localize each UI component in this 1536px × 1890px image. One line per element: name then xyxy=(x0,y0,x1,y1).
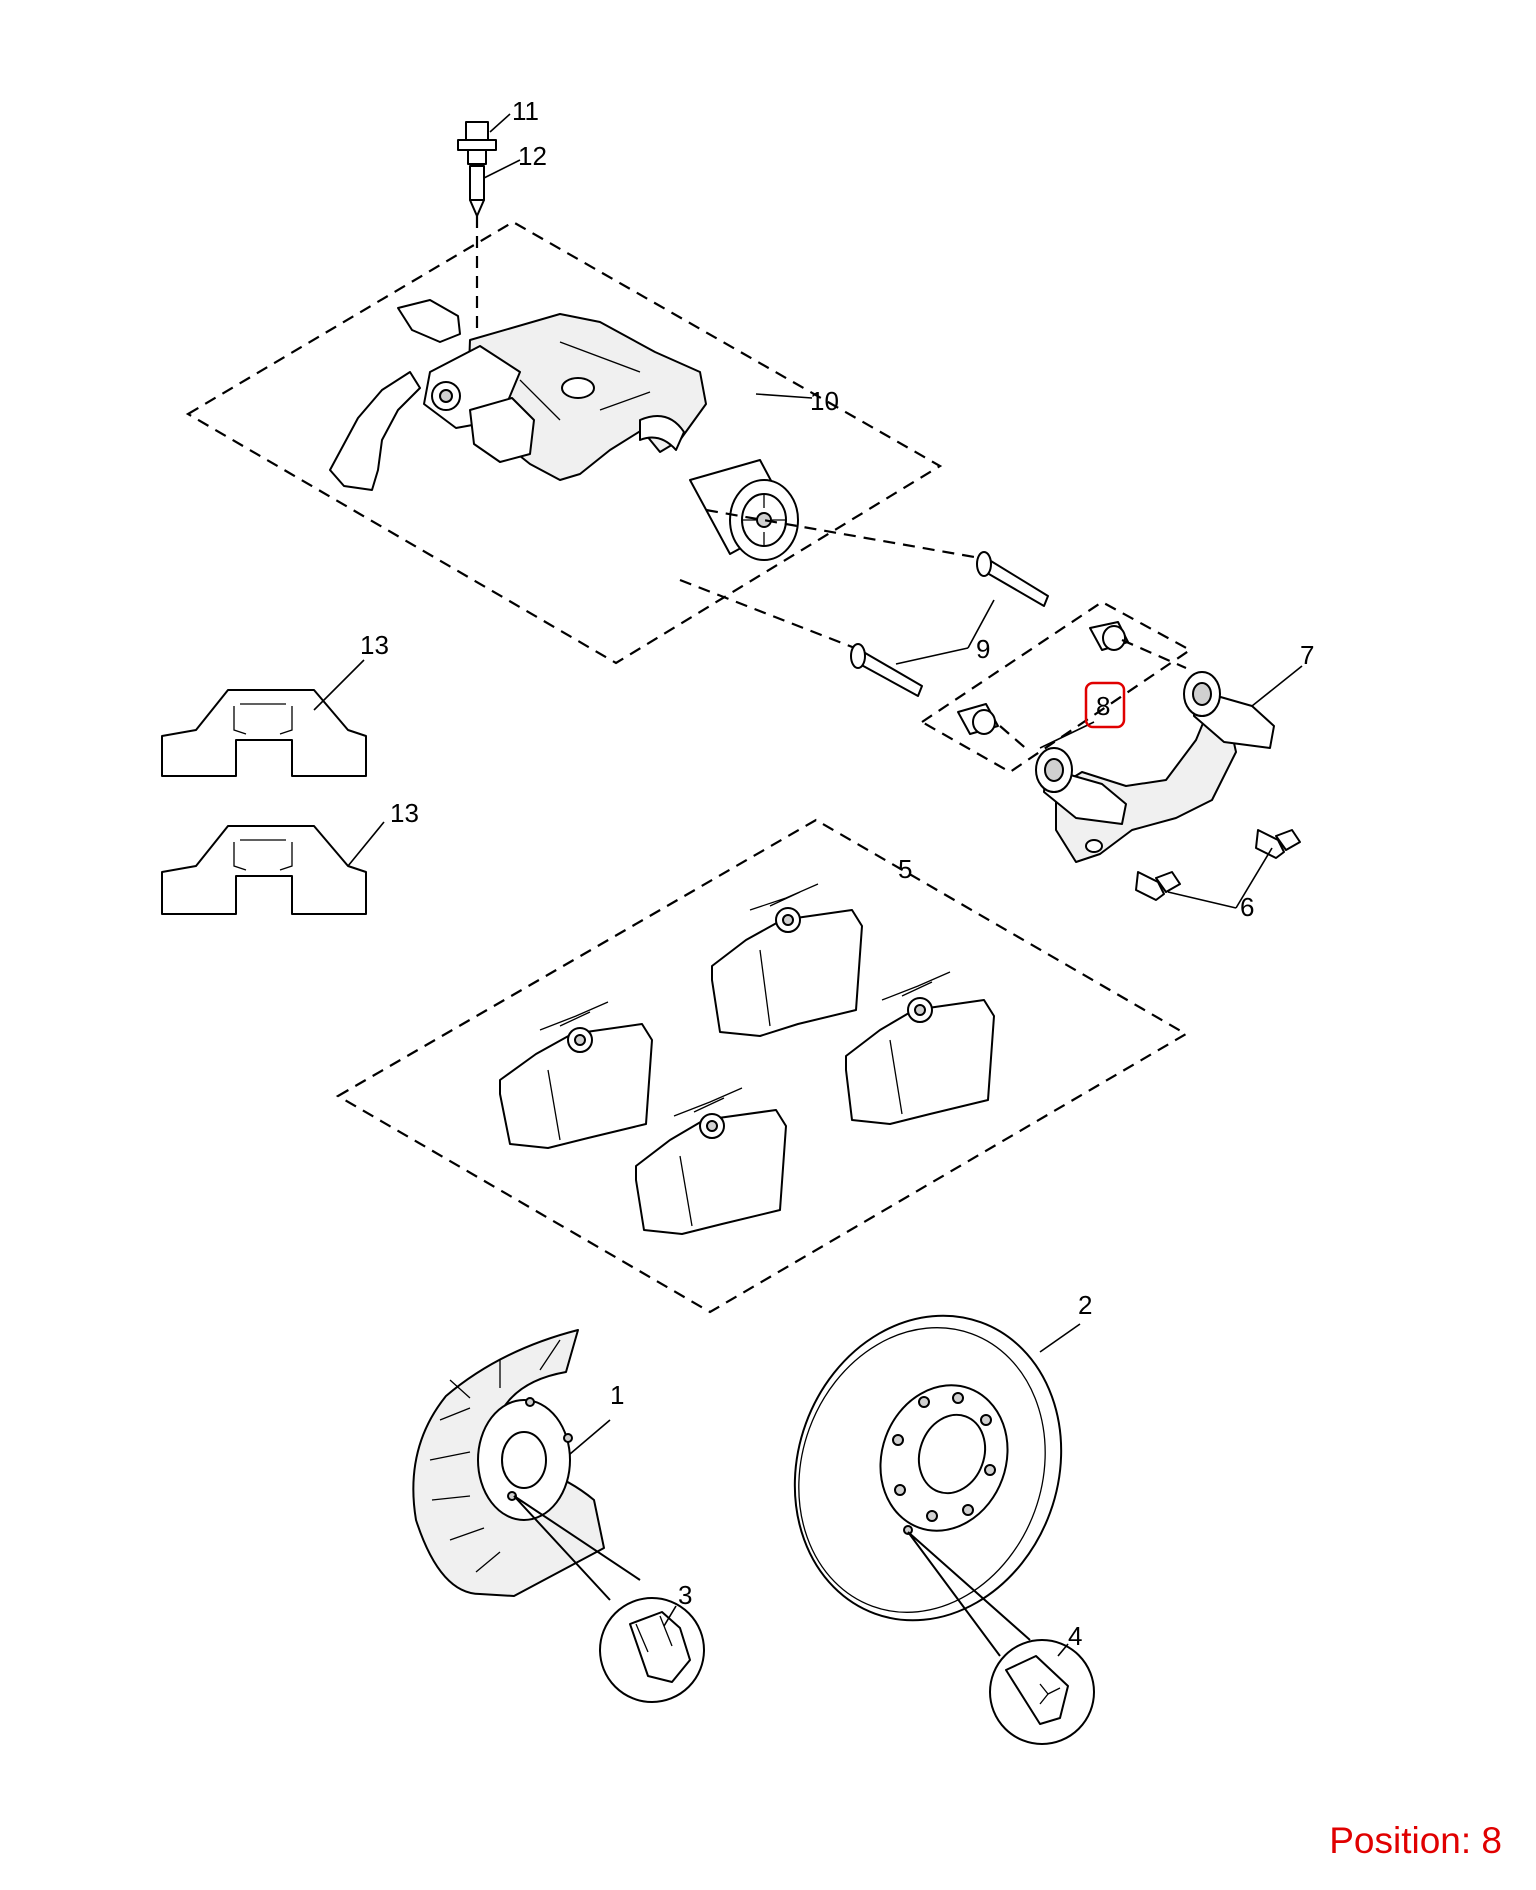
splash-shield-part-1 xyxy=(412,1329,605,1597)
callout-13-upper[interactable]: 13 xyxy=(360,630,389,660)
callout-6[interactable]: 6 xyxy=(1240,892,1254,922)
callout-2[interactable]: 2 xyxy=(1078,1290,1092,1320)
leader-lines xyxy=(313,113,1303,1657)
anti-rattle-springs-part-13 xyxy=(161,689,367,915)
callout-8[interactable]: 8 xyxy=(1096,691,1110,721)
bleed-screw-part-11-12 xyxy=(457,121,497,330)
brake-pad xyxy=(845,971,995,1125)
brake-pad xyxy=(711,883,863,1037)
callout-3[interactable]: 3 xyxy=(678,1580,692,1610)
callout-9[interactable]: 9 xyxy=(976,634,990,664)
caliper-group-part-10 xyxy=(185,220,943,665)
callout-12[interactable]: 12 xyxy=(518,141,547,171)
wheel-bolt-holes xyxy=(892,1392,996,1535)
guide-pins-part-9 xyxy=(679,508,1049,697)
callout-8-highlight xyxy=(1084,681,1126,729)
brake-pad-set-part-5 xyxy=(335,818,1189,1314)
brake-disc-part-2 xyxy=(793,1314,1063,1622)
brake-pad xyxy=(499,1001,653,1149)
carrier-bolts-part-6 xyxy=(1135,829,1301,901)
callouts: 11 12 10 13 13 9 7 8 6 5 2 1 3 4 xyxy=(360,96,1314,1651)
callout-10[interactable]: 10 xyxy=(810,386,839,416)
guide-bushes-part-8 xyxy=(919,600,1193,774)
shield-bolt-part-3 xyxy=(513,1495,705,1703)
brake-pad xyxy=(635,1087,787,1235)
callout-4[interactable]: 4 xyxy=(1068,1621,1082,1651)
caliper-carrier-part-7 xyxy=(1035,671,1275,863)
callout-13-lower[interactable]: 13 xyxy=(390,798,419,828)
callout-11[interactable]: 11 xyxy=(512,96,539,126)
position-label: Position: 8 xyxy=(1329,1820,1502,1861)
callout-5[interactable]: 5 xyxy=(898,854,912,884)
disc-screw-part-4 xyxy=(907,1531,1095,1745)
callout-1[interactable]: 1 xyxy=(610,1380,624,1410)
callout-7[interactable]: 7 xyxy=(1300,640,1314,670)
